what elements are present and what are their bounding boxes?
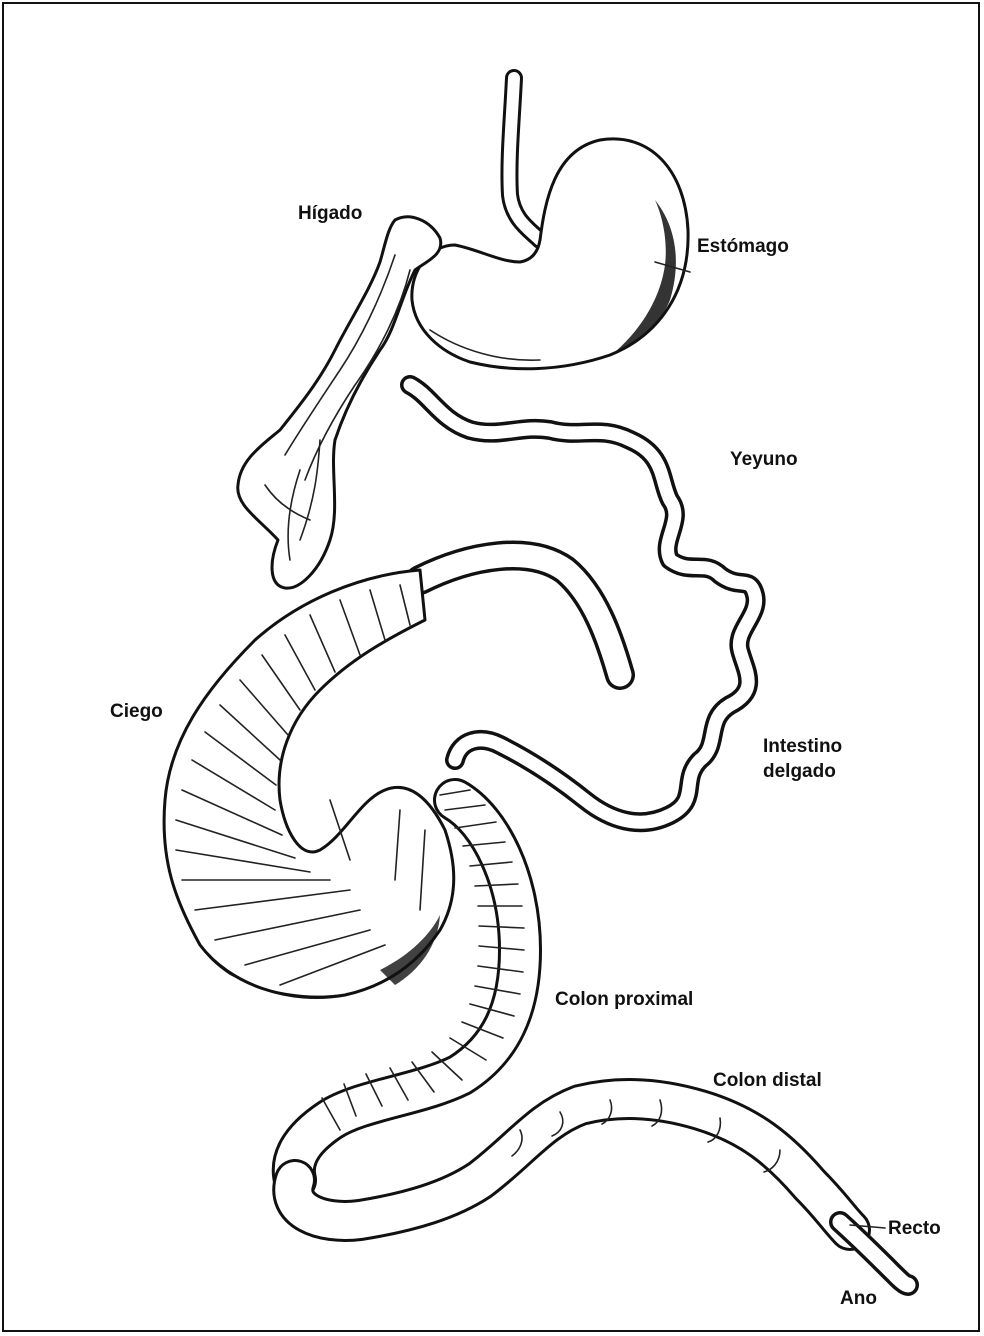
label-higado: Hígado (298, 202, 362, 226)
label-recto: Recto (888, 1217, 941, 1241)
label-ciego: Ciego (110, 700, 163, 724)
cecum-appendix (420, 556, 620, 675)
label-ano: Ano (840, 1287, 877, 1311)
label-intestino-delgado-line2: delgado (763, 760, 836, 784)
label-yeyuno: Yeyuno (730, 448, 798, 472)
cecum (164, 570, 454, 998)
label-estomago: Estómago (697, 235, 789, 259)
stomach (412, 139, 688, 369)
label-intestino-delgado-line1: Intestino (763, 735, 842, 759)
label-colon-distal: Colon distal (713, 1069, 822, 1093)
label-colon-proximal: Colon proximal (555, 988, 693, 1012)
esophagus (509, 78, 540, 240)
liver (238, 217, 441, 588)
